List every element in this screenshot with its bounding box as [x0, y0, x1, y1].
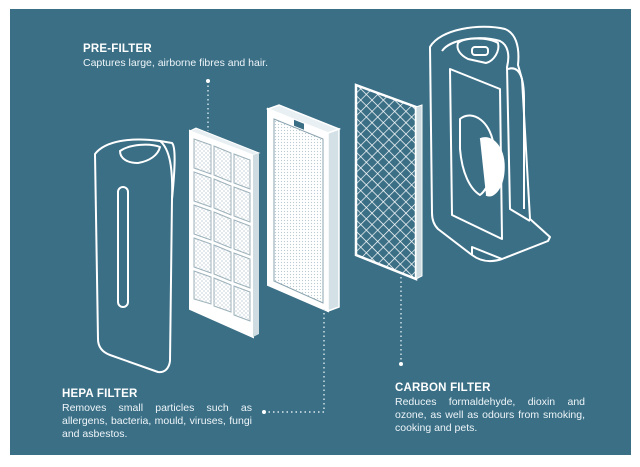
pre-filter-label: PRE-FILTER Captures large, airborne fibr…: [83, 43, 343, 70]
hepa-filter-label: HEPA FILTER Removes small particles such…: [62, 388, 252, 441]
diagram-panel: PRE-FILTER Captures large, airborne fibr…: [10, 9, 631, 455]
pre-filter-frame: [188, 127, 261, 339]
carbon-filter-description: Reduces formaldehyde, dioxin and ozone, …: [395, 396, 585, 434]
hepa-filter-cartridge: [265, 104, 342, 313]
pre-filter-description: Captures large, airborne fibres and hair…: [83, 57, 269, 69]
hepa-filter-callout-line: [264, 309, 325, 413]
purifier-housing: [429, 25, 551, 263]
carbon-filter-label: CARBON FILTER Reduces formaldehyde, diox…: [395, 382, 585, 435]
exploded-filter-illustration: [94, 25, 551, 414]
front-cover-panel: [94, 138, 176, 374]
carbon-filter-title: CARBON FILTER: [395, 382, 491, 394]
hepa-filter-title: HEPA FILTER: [62, 388, 138, 400]
callout-dots: [206, 79, 403, 414]
carbon-filter-panel: [354, 83, 423, 281]
callout-lines: [207, 81, 402, 413]
pre-filter-title: PRE-FILTER: [83, 43, 152, 55]
hepa-filter-description: Removes small particles such as allergen…: [62, 402, 252, 440]
